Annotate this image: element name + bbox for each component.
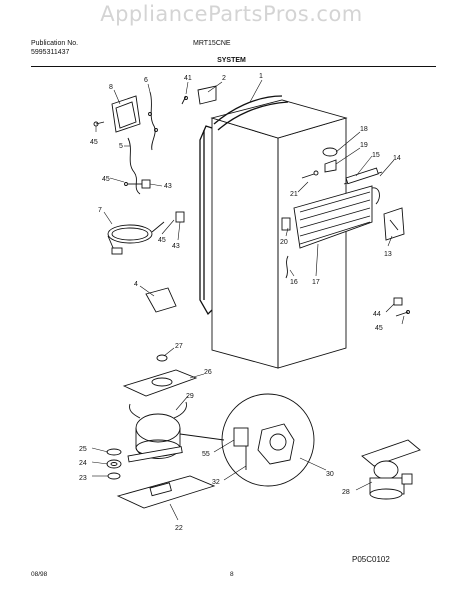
callout-43-b: 43 (172, 243, 180, 250)
callout-43-a: 43 (164, 183, 172, 190)
callout-5: 5 (119, 143, 123, 150)
diagram-code: P05C0102 (352, 555, 390, 564)
part-44-clip (393, 297, 410, 317)
callout-21: 21 (290, 191, 298, 198)
callout-41: 41 (184, 75, 192, 82)
part-2-bracket (197, 85, 217, 105)
header-rule (31, 66, 436, 67)
parts-23-24-25-grommets (106, 448, 122, 480)
callout-44: 44 (373, 311, 381, 318)
section-title: SYSTEM (217, 57, 246, 64)
callout-14: 14 (393, 155, 401, 162)
part-45-screw-left (93, 121, 105, 127)
callout-19: 19 (360, 142, 368, 149)
callout-8: 8 (109, 84, 113, 91)
part-20-grommet (281, 217, 291, 279)
callout-18: 18 (360, 126, 368, 133)
part-26-drain-pan (122, 369, 198, 397)
part-4-bracket (145, 287, 177, 313)
callout-13: 13 (384, 251, 392, 258)
callout-2: 2 (222, 75, 226, 82)
relay-detail-circle (179, 393, 315, 487)
callout-15: 15 (372, 152, 380, 159)
callout-45-d: 45 (375, 325, 383, 332)
callout-16: 16 (290, 279, 298, 286)
watermark: AppliancePartsPros.com (100, 2, 363, 26)
callout-30: 30 (326, 471, 334, 478)
callout-6: 6 (144, 77, 148, 84)
callout-55: 55 (202, 451, 210, 458)
callout-20: 20 (280, 239, 288, 246)
callout-25: 25 (79, 446, 87, 453)
callout-23: 23 (79, 475, 87, 482)
part-5-wire (127, 137, 141, 195)
callout-27: 27 (175, 343, 183, 350)
part-22-base-plate (116, 475, 216, 509)
callout-24: 24 (79, 460, 87, 467)
cabinet (210, 99, 348, 369)
page-number: 8 (230, 571, 234, 578)
callout-26: 26 (204, 369, 212, 376)
compressor (127, 401, 187, 463)
callout-29: 29 (186, 393, 194, 400)
part-21-screw (301, 170, 319, 179)
part-8-cover (111, 95, 141, 133)
publication-number: 5995311437 (31, 49, 70, 56)
callout-45-b: 45 (102, 176, 110, 183)
callout-22: 22 (175, 525, 183, 532)
part-27-grommet (156, 354, 168, 362)
model-number: MRT15CNE (193, 40, 231, 47)
leader-lines (91, 79, 405, 521)
publication-label: Publication No. (31, 40, 79, 47)
part-43-connector (124, 179, 185, 223)
callout-1: 1 (259, 73, 263, 80)
callout-17: 17 (312, 279, 320, 286)
callout-45-a: 45 (90, 139, 98, 146)
callout-labels: 1 2 6 8 41 45 5 45 43 7 45 43 18 19 15 1… (79, 73, 401, 532)
part-6-harness (148, 91, 158, 151)
callout-45-c: 45 (158, 237, 166, 244)
footer-date: 08/98 (31, 571, 48, 578)
condenser-tubing (199, 95, 289, 316)
part-7-power-cord (107, 221, 165, 255)
evaporator-coil (293, 185, 380, 249)
callout-28: 28 (342, 489, 350, 496)
drier-assembly (343, 167, 383, 185)
part-28-fan-motor (361, 439, 421, 500)
part-41-screw (181, 95, 188, 105)
callout-4: 4 (134, 281, 138, 288)
part-18-clip (322, 147, 338, 173)
callout-7: 7 (98, 207, 102, 214)
part-13-bracket (383, 207, 405, 241)
callout-32: 32 (212, 479, 220, 486)
